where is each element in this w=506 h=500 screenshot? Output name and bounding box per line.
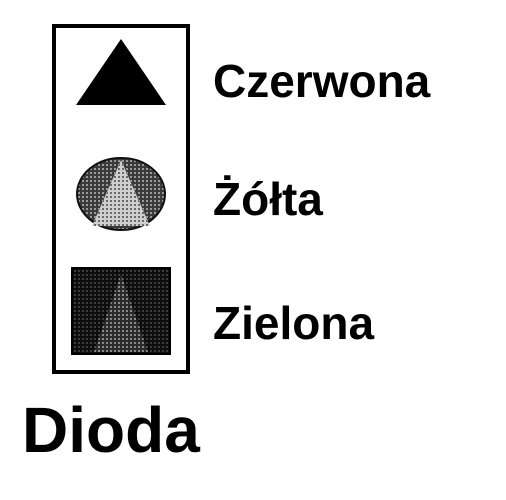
circle-cone-icon: [76, 157, 166, 231]
label-yellow: Żółta: [213, 173, 323, 225]
triangle-icon: [76, 39, 166, 105]
diagram-title: Dioda: [22, 394, 200, 466]
label-red: Czerwona: [213, 55, 431, 107]
square-cone-icon: [71, 267, 171, 355]
label-green: Zielona: [213, 297, 375, 349]
